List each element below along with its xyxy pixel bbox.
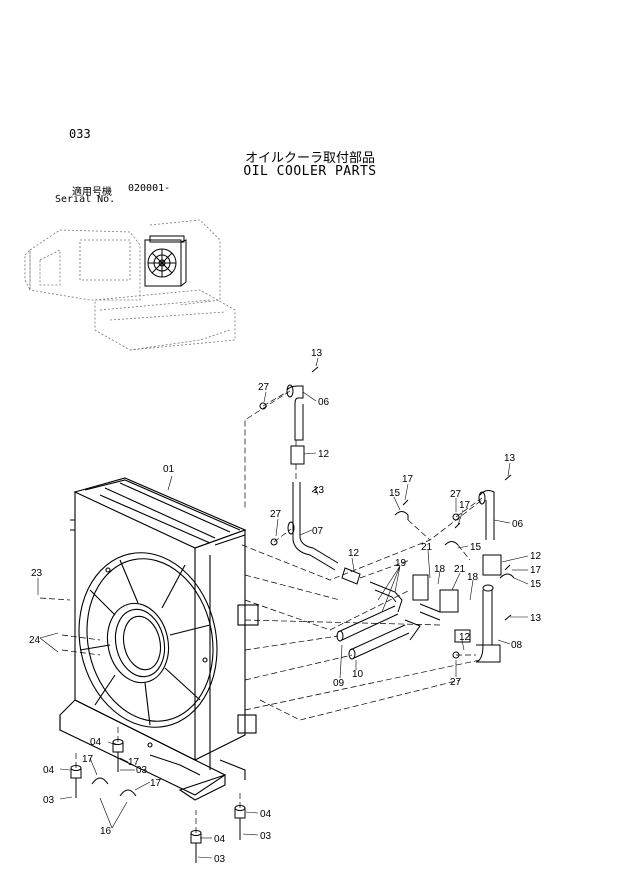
callout-27: 27	[450, 489, 462, 500]
callout-17: 17	[459, 500, 471, 511]
callout-18: 18	[434, 564, 446, 575]
callout-03: 03	[43, 795, 55, 806]
callout-16: 16	[100, 826, 112, 837]
oil-cooler-assembly	[59, 477, 259, 801]
callout-24: 24	[29, 635, 41, 646]
callout-04: 04	[214, 834, 226, 845]
callout-12: 12	[348, 548, 360, 559]
title-english: OIL COOLER PARTS	[243, 164, 377, 179]
callout-07: 07	[312, 526, 324, 537]
callout-labels: 01 13 27 06 12 13 27 07 12 17 15 27 17 1…	[29, 348, 542, 865]
callout-17: 17	[402, 474, 414, 485]
callout-13: 13	[504, 453, 516, 464]
callout-15: 15	[530, 579, 542, 590]
callout-21: 21	[454, 564, 466, 575]
serial-number-value: 020001-	[128, 183, 171, 194]
callout-10: 10	[352, 669, 364, 680]
serial-label-english: Serial No.	[55, 194, 116, 205]
callout-17: 17	[150, 778, 162, 789]
callout-12: 12	[530, 551, 542, 562]
callout-12: 12	[318, 449, 330, 460]
callout-12: 12	[459, 632, 471, 643]
callout-18: 18	[467, 572, 479, 583]
serial-label-japanese: 適用号機	[72, 187, 112, 198]
callout-17: 17	[82, 754, 94, 765]
callout-13: 13	[530, 613, 542, 624]
callout-17: 17	[128, 757, 140, 768]
machine-overview-illustration	[24, 219, 236, 351]
connection-lines	[39, 390, 483, 833]
leader-lines	[37, 357, 529, 859]
callout-27: 27	[450, 677, 462, 688]
callout-06: 06	[318, 397, 330, 408]
callout-04: 04	[260, 809, 272, 820]
callout-06: 06	[512, 519, 524, 530]
callout-04: 04	[90, 737, 102, 748]
callout-01: 01	[163, 464, 175, 475]
callout-19: 19	[395, 558, 407, 569]
callout-13: 13	[313, 485, 325, 496]
title-japanese: オイルクーラ取付部品	[244, 151, 375, 166]
callout-13: 13	[311, 348, 323, 359]
callout-03: 03	[136, 765, 148, 776]
overview-oil-cooler-highlight	[144, 235, 187, 287]
page-number: 033	[69, 127, 91, 141]
hose-piping	[259, 366, 515, 663]
callout-21: 21	[421, 542, 433, 553]
callout-09: 09	[333, 678, 345, 689]
callout-15: 15	[470, 542, 482, 553]
callout-15: 15	[389, 488, 401, 499]
callout-27: 27	[258, 382, 270, 393]
callout-03: 03	[260, 831, 272, 842]
callout-08: 08	[511, 640, 523, 651]
callout-27: 27	[270, 509, 282, 520]
callout-04: 04	[43, 765, 55, 776]
callout-03: 03	[214, 854, 226, 865]
callout-17: 17	[530, 565, 542, 576]
callout-23: 23	[31, 568, 43, 579]
